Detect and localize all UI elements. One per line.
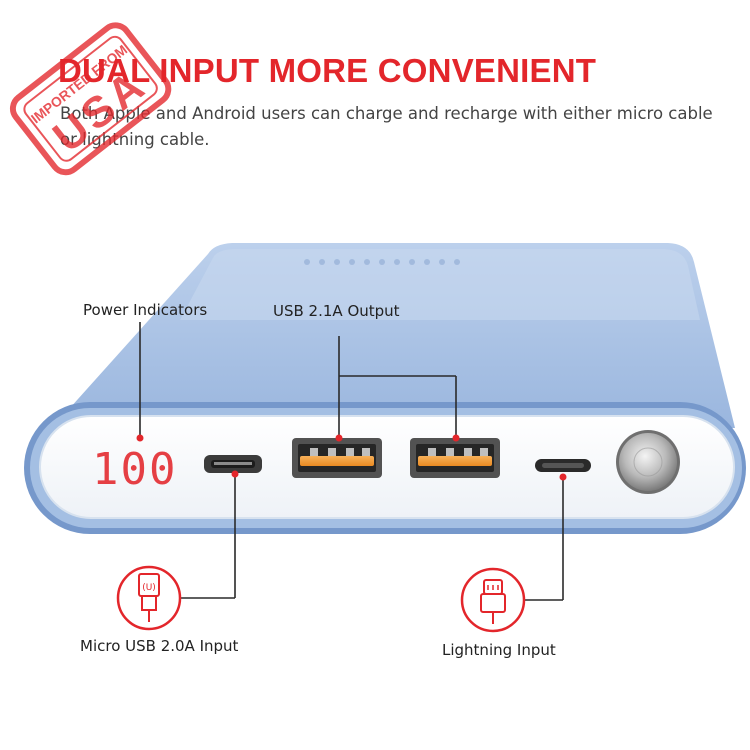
lightning-port-icon — [535, 459, 591, 472]
label-lightning-input: Lightning Input — [442, 641, 556, 659]
label-usb-output: USB 2.1A Output — [273, 302, 400, 320]
micro-usb-cable-icon: (U) — [116, 565, 182, 631]
device-face — [40, 416, 734, 518]
brand-emboss — [304, 259, 460, 265]
power-button-icon — [616, 430, 680, 494]
label-power-indicators: Power Indicators — [83, 301, 208, 319]
svg-text:(U): (U) — [142, 583, 156, 593]
device-top-highlight — [180, 249, 700, 320]
callout-dots — [136, 434, 567, 481]
led-display: 100 — [92, 444, 177, 495]
lightning-cable-icon — [460, 567, 526, 633]
micro-usb-port-icon — [204, 455, 262, 473]
callout-lines — [139, 322, 564, 601]
label-micro-usb-input: Micro USB 2.0A Input — [80, 637, 239, 655]
usb-output-port-1-icon — [292, 438, 382, 478]
usb-output-port-2-icon — [410, 438, 500, 478]
